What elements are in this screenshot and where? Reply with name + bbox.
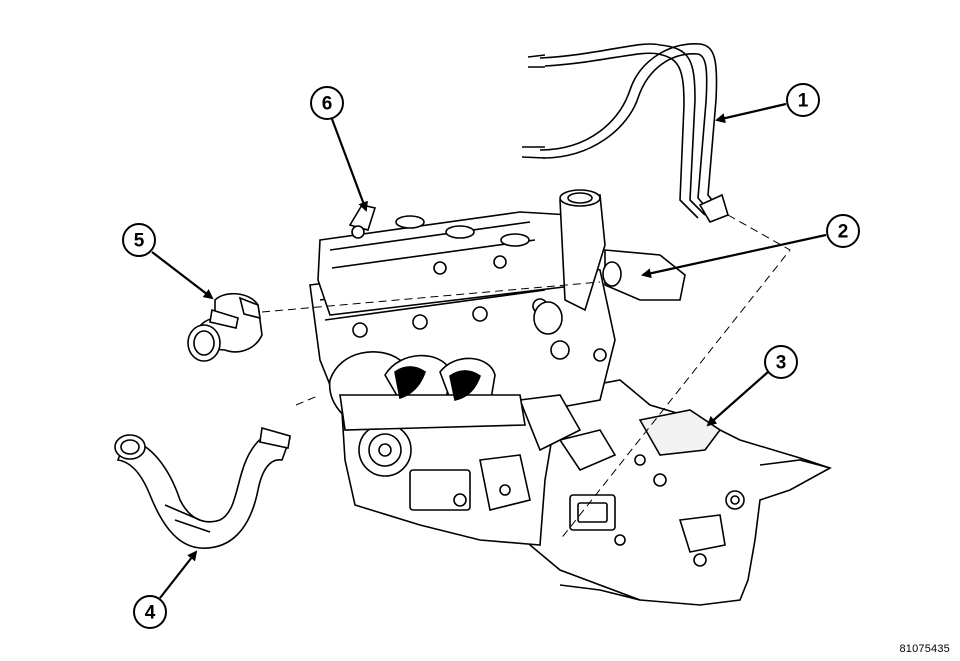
callout-5-label: 5 xyxy=(134,231,145,252)
upper-radiator-hose xyxy=(187,292,263,362)
callout-3: 3 xyxy=(764,345,798,379)
callout-5: 5 xyxy=(122,223,156,257)
leader-3 xyxy=(706,371,769,427)
callout-4-label: 4 xyxy=(145,603,156,624)
callout-4: 4 xyxy=(133,595,167,629)
callout-1-label: 1 xyxy=(798,91,809,112)
transaxle-housing xyxy=(524,379,832,606)
callout-3-label: 3 xyxy=(776,353,787,374)
heater-tubes xyxy=(521,43,729,223)
leader-6 xyxy=(330,118,368,212)
leader-4 xyxy=(159,550,198,599)
callout-6: 6 xyxy=(310,86,344,120)
callout-6-label: 6 xyxy=(322,94,333,115)
exhaust-manifold xyxy=(328,351,526,431)
callout-leaders xyxy=(151,102,827,599)
leader-5 xyxy=(151,251,214,300)
lower-radiator-hose xyxy=(114,426,291,549)
leader-1 xyxy=(715,102,787,124)
callout-2-label: 2 xyxy=(838,222,849,243)
callout-1: 1 xyxy=(786,83,820,117)
callout-2: 2 xyxy=(826,214,860,248)
leader-2 xyxy=(641,233,827,279)
alignment-lines xyxy=(261,214,791,541)
figure-id: 81075435 xyxy=(899,643,950,655)
